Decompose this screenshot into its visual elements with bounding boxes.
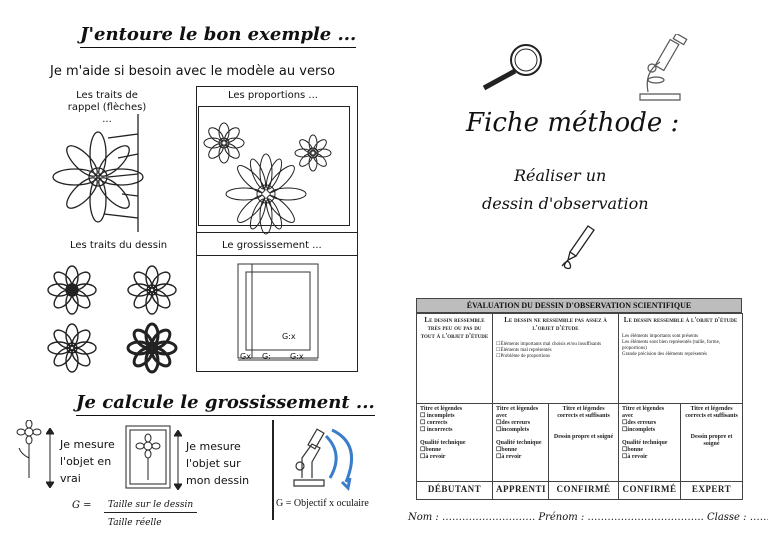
label-traits-dessin: Les traits du dessin: [70, 240, 168, 251]
note-1: ☐Éléments importants mal choisis et/ou i…: [496, 342, 602, 347]
col-apprenti-header: Le dessin ne ressemble pas assez à l'obj…: [491, 313, 620, 404]
label-proportions: Les proportions ...: [228, 90, 318, 101]
gross-label-top: G:x: [282, 332, 296, 341]
label-traits-rappel: Les traits de rappel (flèches) ...: [67, 90, 147, 125]
title-entoure: J'entoure le bon exemple ...: [80, 24, 357, 48]
note-4: Les éléments importants sont présents: [622, 334, 699, 339]
col-expert-header: Le dessin ressemble à l'objet d'étude Le…: [618, 313, 744, 404]
student-info-line: Nom : ………………………. Prénom : …………………………….. …: [408, 512, 768, 523]
proportions-flowers-drawing: [203, 122, 332, 235]
gross-label-a: Gx: [240, 352, 251, 361]
level-debutant: Débutant: [416, 481, 493, 500]
col-debutant-header: Le dessin ressemble très peu ou pas du t…: [416, 313, 493, 404]
microscope-icon: [639, 34, 688, 101]
criteria-expert: Titre et légendes corrects et suffisants…: [680, 403, 744, 482]
title-calcule: Je calcule le grossissement ...: [76, 392, 375, 416]
subtitle-modele: Je m'aide si besoin avec le modèle au ve…: [50, 64, 336, 79]
pencil-icon: [561, 225, 595, 270]
microscope-arrows-icon: [293, 428, 354, 492]
level-confirme-2: Confirmé: [618, 481, 682, 500]
page-title: Fiche méthode :: [466, 108, 680, 138]
criteria-confirme-1: Titre et légendes corrects et suffisants…: [547, 403, 620, 482]
grossissement-drawing: [237, 263, 319, 361]
note-3: ☐Problème de proportions: [496, 354, 550, 359]
framed-flower-icon: [125, 425, 171, 489]
criteria-debutant: Titre et légendes ☐ incomplets ☐ correct…: [416, 403, 493, 482]
magnifier-icon: [482, 44, 542, 91]
gross-label-b: G:: [262, 352, 271, 361]
note-6: Grande précision des éléments représenté…: [622, 352, 707, 357]
proportions-inner-frame: [198, 106, 350, 226]
height-arrow-icon: [174, 430, 182, 490]
formula-numerator: Taille sur le dessin: [104, 500, 198, 513]
level-expert: Expert: [680, 481, 744, 500]
formula-denominator: Taille réelle: [108, 518, 162, 528]
evaluation-table: Évaluation du dessin d'observation scien…: [416, 298, 744, 500]
subtitle-realiser: Réaliser un: [514, 166, 607, 185]
subtitle-dessin: dessin d'observation: [482, 194, 649, 213]
section-divider: [272, 420, 274, 520]
criteria-confirme-2: Titre et légendes avec ☐des erreurs ☐inc…: [618, 403, 682, 482]
level-confirme-1: Confirmé: [547, 481, 620, 500]
proportions-frame: [196, 86, 358, 256]
label-grossissement: Le grossissement ...: [222, 240, 322, 251]
table-header: Évaluation du dessin d'observation scien…: [416, 298, 742, 313]
note-5: Les éléments sont bien représentés (tail…: [622, 340, 721, 351]
four-flowers-drawing: [47, 265, 178, 374]
gross-label-c: G:x: [290, 352, 304, 361]
formula-objective: G = Objectif x oculaire: [276, 498, 369, 509]
height-arrow-icon: [46, 428, 54, 488]
flower-arrows-drawing: [52, 114, 144, 232]
note-2: ☐Éléments mal représentés: [496, 348, 552, 353]
small-flower-icon: [16, 420, 42, 478]
formula-g: G =: [72, 500, 92, 511]
grossissement-frame: [196, 232, 358, 372]
level-apprenti: Apprenti: [492, 481, 549, 500]
criteria-apprenti: Titre et légendes avec ☐des erreurs ☐inc…: [492, 403, 549, 482]
